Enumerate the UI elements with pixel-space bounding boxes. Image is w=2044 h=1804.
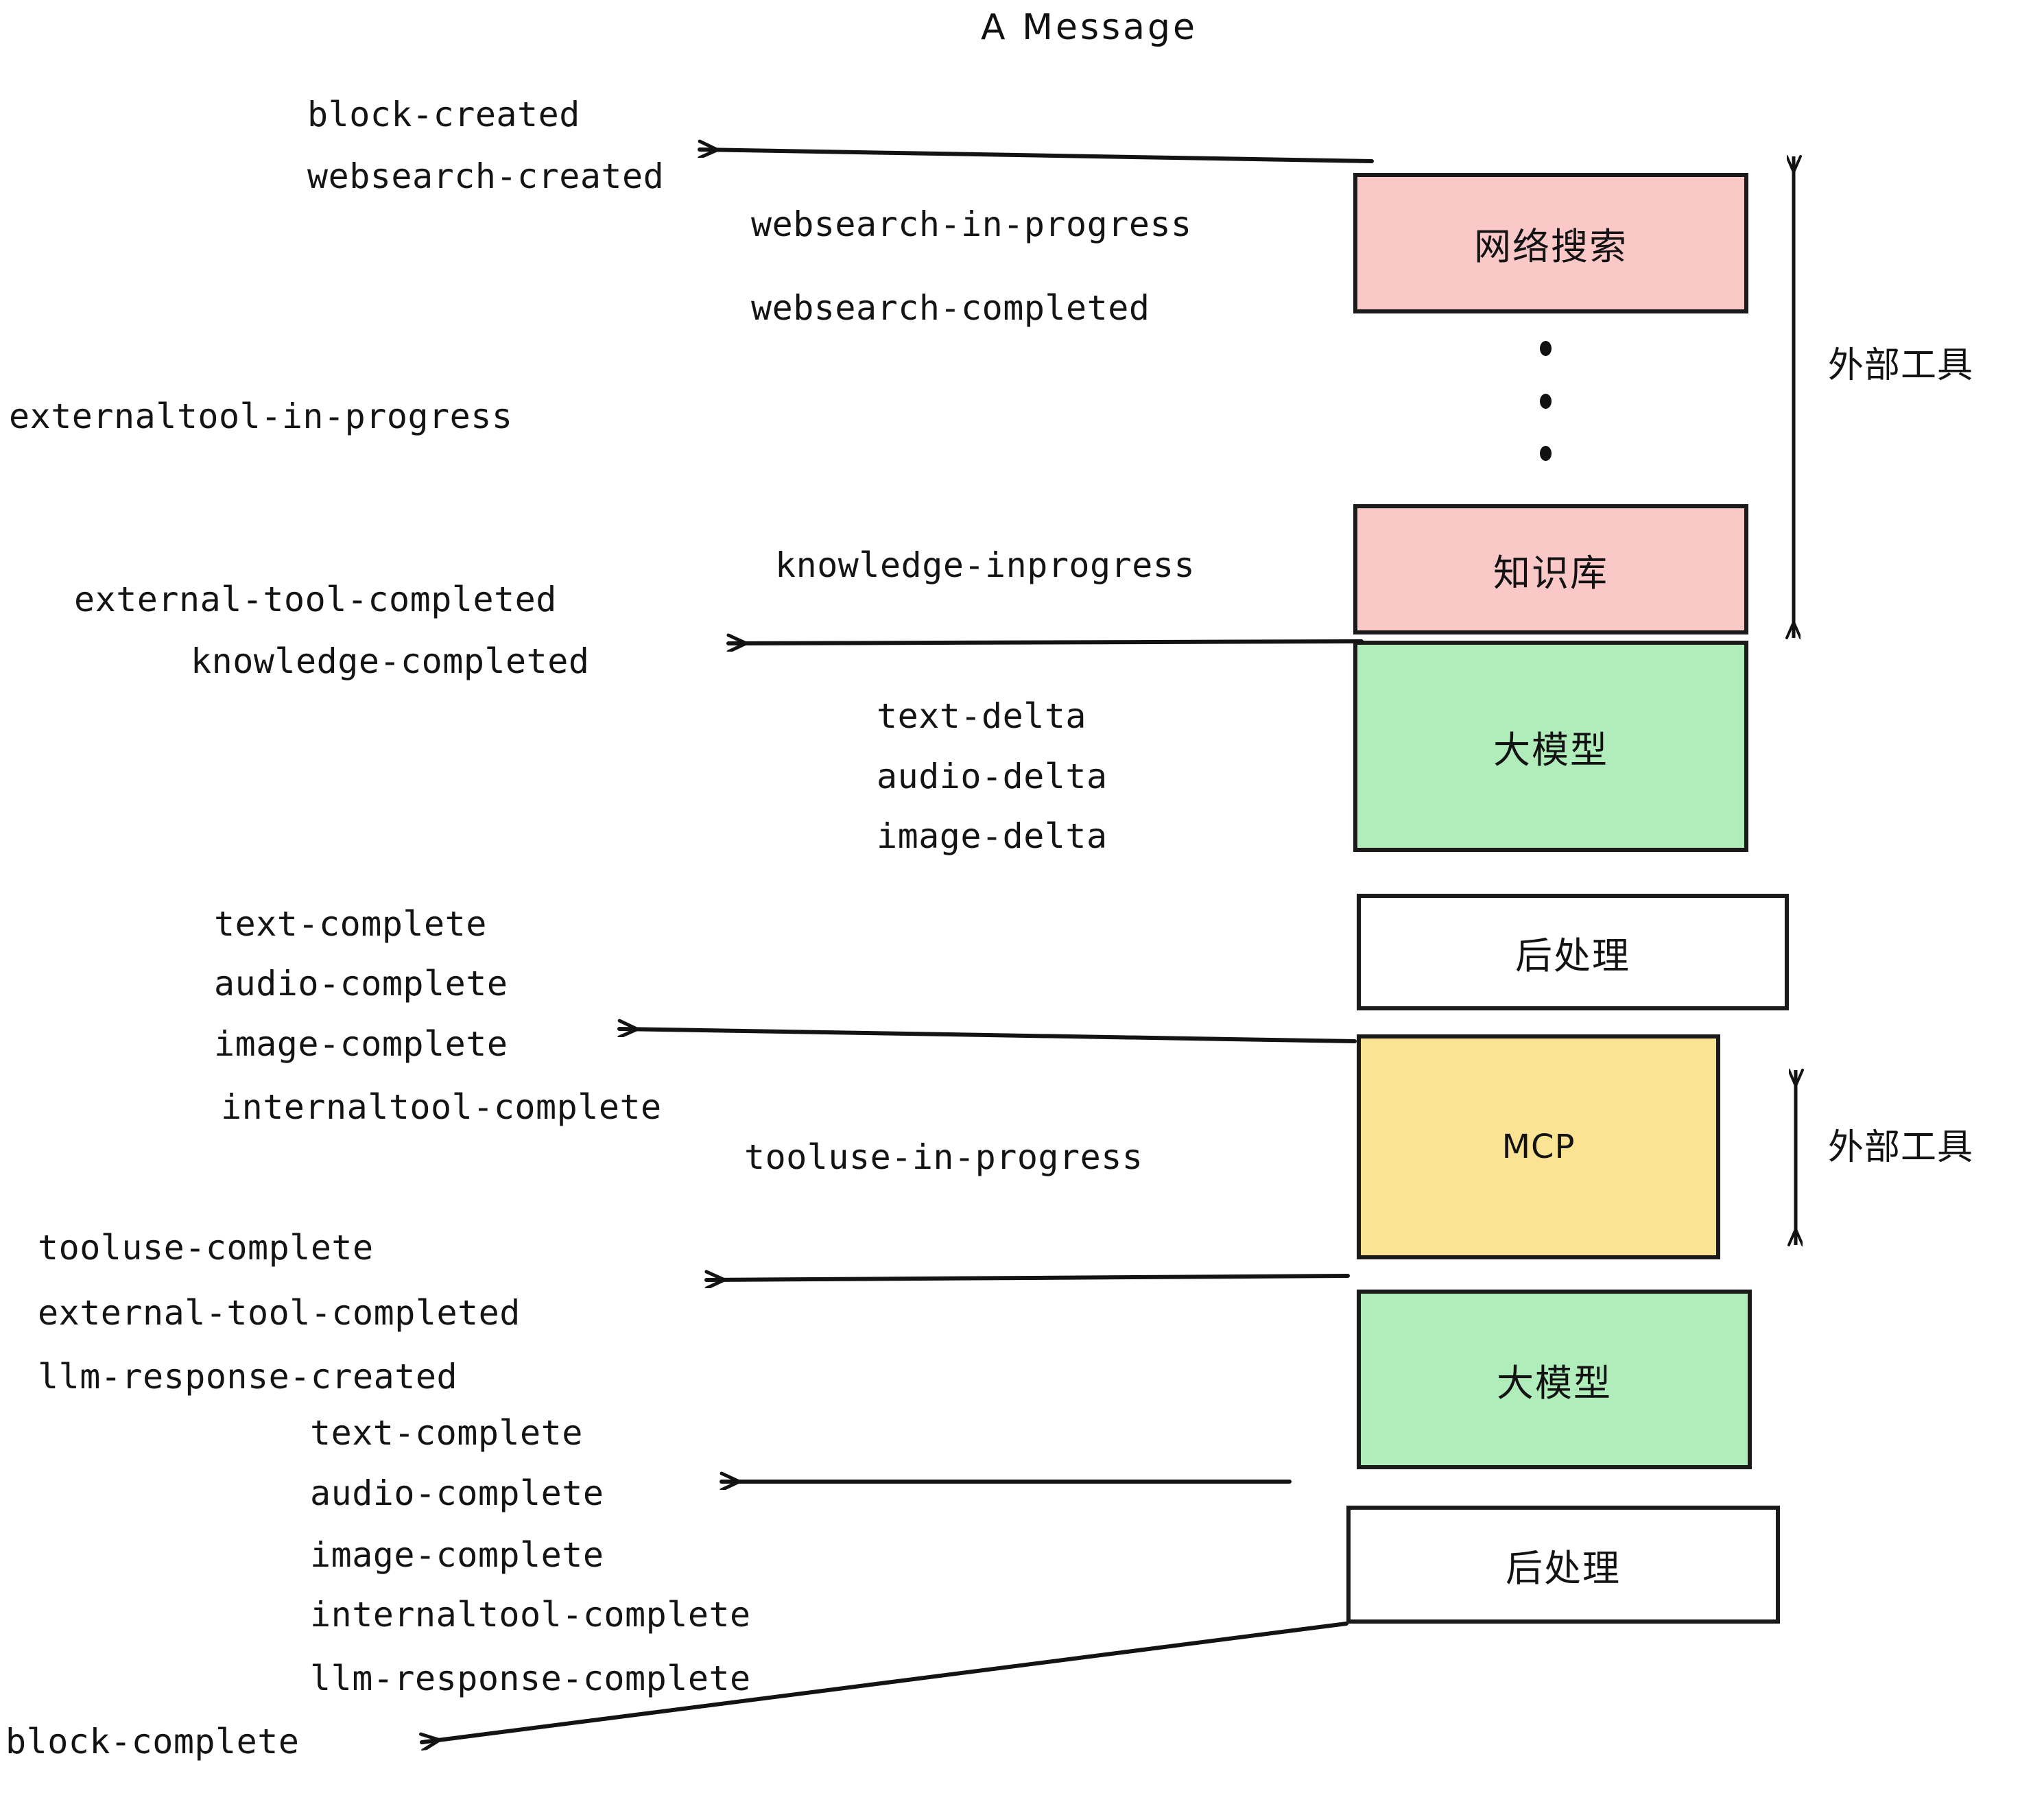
event-label: websearch-created <box>307 156 665 196</box>
event-label: internaltool-complete <box>310 1595 751 1635</box>
node-box-label: MCP <box>1501 1128 1576 1166</box>
arrow-knowledge-completed <box>726 641 1364 643</box>
event-label: audio-delta <box>877 757 1108 796</box>
node-box-llm-2: 大模型 <box>1357 1290 1752 1469</box>
event-label: audio-complete <box>214 964 508 1004</box>
arrow-image-complete <box>617 1029 1357 1043</box>
event-label: audio-complete <box>310 1473 604 1513</box>
node-box-postprocess-2: 后处理 <box>1346 1506 1780 1624</box>
arrow-tooluse-complete <box>704 1276 1350 1280</box>
event-label: knowledge-completed <box>191 641 590 681</box>
event-label: tooluse-complete <box>38 1228 374 1268</box>
event-label: websearch-completed <box>751 288 1150 328</box>
event-label: websearch-in-progress <box>751 204 1192 244</box>
event-label: image-complete <box>310 1535 604 1575</box>
external-tool-side-label: 外部工具 <box>1828 1127 1974 1168</box>
ellipsis-dot-icon <box>1540 393 1552 409</box>
event-label: external-tool-completed <box>74 580 557 619</box>
event-label: llm-response-created <box>38 1357 458 1397</box>
event-label: tooluse-in-progress <box>744 1137 1143 1177</box>
page-title: A Message <box>981 7 1198 48</box>
node-box-llm-1: 大模型 <box>1353 641 1748 852</box>
node-box-label: 后处理 <box>1506 1546 1621 1590</box>
node-box-label: 大模型 <box>1497 1361 1612 1405</box>
event-label: text-complete <box>310 1413 583 1453</box>
event-label: external-tool-completed <box>38 1293 521 1333</box>
ellipsis-dot-icon <box>1540 446 1552 461</box>
vertical-ellipsis-icon <box>1540 341 1552 461</box>
event-label: text-delta <box>877 696 1087 736</box>
event-label: image-complete <box>214 1024 508 1064</box>
node-box-label: 网络搜索 <box>1474 225 1628 268</box>
node-box-label: 大模型 <box>1493 728 1608 772</box>
arrow-block-created <box>698 150 1374 163</box>
event-label: llm-response-complete <box>310 1659 751 1698</box>
ellipsis-dot-icon <box>1540 341 1552 356</box>
node-box-websearch: 网络搜索 <box>1353 173 1748 313</box>
event-label: text-complete <box>214 904 487 944</box>
event-label: knowledge-inprogress <box>775 545 1196 585</box>
node-box-mcp: MCP <box>1357 1034 1720 1259</box>
external-tool-side-label: 外部工具 <box>1828 345 1974 386</box>
node-box-label: 后处理 <box>1515 934 1630 977</box>
event-label: block-complete <box>5 1722 300 1761</box>
event-label: image-delta <box>877 816 1108 856</box>
event-label: block-created <box>307 95 580 134</box>
node-box-knowledge: 知识库 <box>1353 504 1748 634</box>
node-box-label: 知识库 <box>1493 551 1608 595</box>
event-label: externaltool-in-progress <box>9 396 513 436</box>
node-box-postprocess-1: 后处理 <box>1357 894 1789 1010</box>
event-label: internaltool-complete <box>221 1087 662 1127</box>
